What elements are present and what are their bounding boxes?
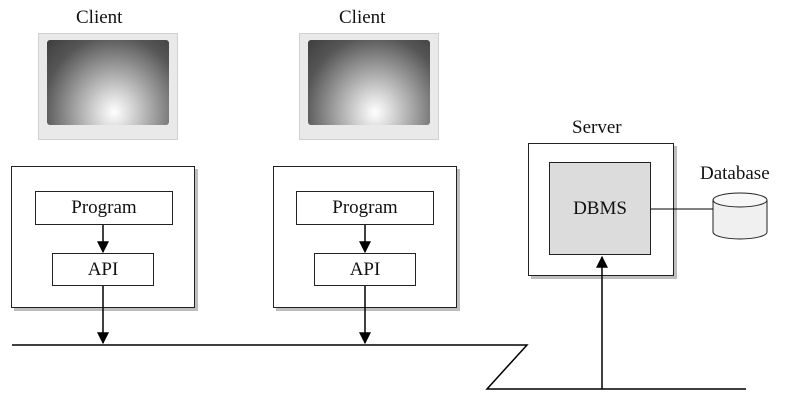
client-2-program-box: Program — [296, 191, 434, 225]
client-1-label: Client — [76, 7, 123, 28]
client-2-screen — [308, 40, 430, 125]
client-2-label: Client — [339, 7, 386, 28]
client-1-screen — [47, 40, 169, 125]
client-1-program-box: Program — [35, 191, 173, 225]
client-1-monitor-icon — [38, 33, 178, 140]
database-label: Database — [700, 163, 770, 184]
client-2-api-box: API — [314, 253, 416, 286]
network-bus — [12, 344, 746, 390]
database-icon — [712, 192, 768, 240]
client-1-box — [11, 166, 195, 308]
dbms-box: DBMS — [549, 162, 651, 255]
client-2-monitor-icon — [299, 33, 439, 140]
client-2-box — [273, 166, 457, 308]
client-1-api-box: API — [52, 253, 154, 286]
server-label: Server — [572, 117, 622, 138]
